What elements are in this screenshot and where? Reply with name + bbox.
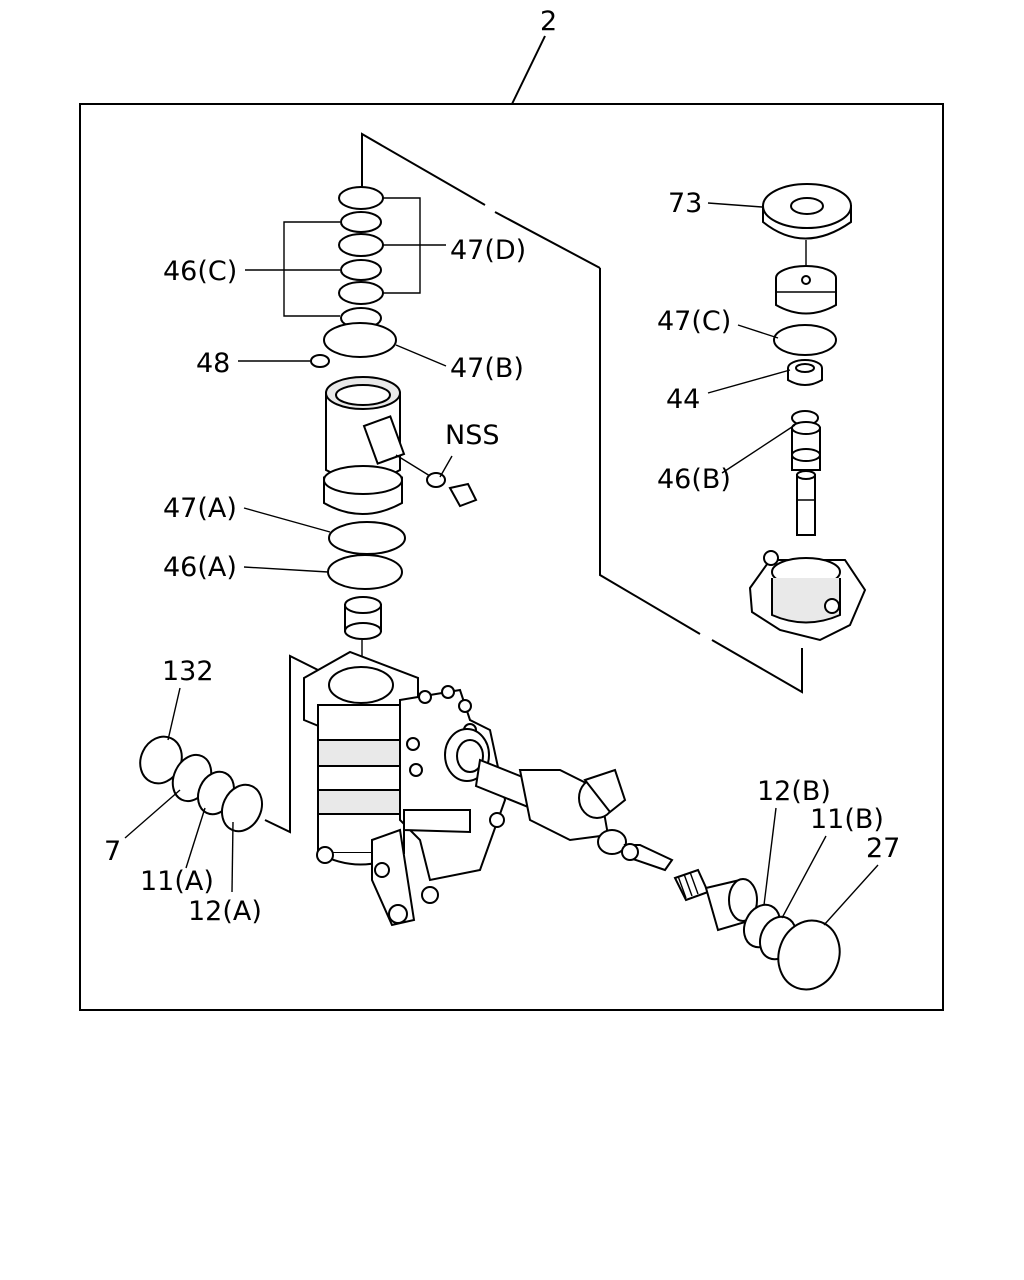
label-48: 48 bbox=[196, 348, 230, 379]
ring-46a bbox=[327, 554, 403, 590]
piston bbox=[775, 265, 837, 315]
top-cap-73 bbox=[762, 183, 852, 240]
label-47c: 47(C) bbox=[657, 306, 731, 337]
valve-spool bbox=[791, 421, 821, 536]
label-46a: 46(A) bbox=[163, 552, 237, 583]
label-12a: 12(A) bbox=[188, 896, 262, 927]
bracket-47d bbox=[382, 197, 446, 294]
label-27: 27 bbox=[866, 833, 900, 864]
assembly-leader bbox=[511, 35, 546, 105]
label-7: 7 bbox=[104, 836, 121, 867]
label-47d: 47(D) bbox=[450, 235, 526, 266]
label-47a: 47(A) bbox=[163, 493, 237, 524]
washer-48 bbox=[310, 354, 330, 368]
bracket-46c bbox=[245, 221, 340, 317]
assembly-number-label: 2 bbox=[540, 6, 557, 37]
ring-47a bbox=[328, 521, 406, 555]
lower-housing-cover bbox=[748, 550, 867, 642]
label-47b: 47(B) bbox=[450, 353, 524, 384]
label-nss: NSS bbox=[445, 420, 499, 451]
label-73: 73 bbox=[668, 188, 702, 219]
label-11b: 11(B) bbox=[810, 804, 884, 835]
diagram-frame bbox=[79, 103, 944, 1011]
label-46c: 46(C) bbox=[163, 256, 237, 287]
pinion-shaft bbox=[474, 758, 674, 872]
label-132: 132 bbox=[162, 656, 214, 687]
sleeve bbox=[344, 596, 382, 660]
gear-housing bbox=[303, 650, 507, 927]
valve-body bbox=[323, 376, 431, 515]
oring-27 bbox=[777, 919, 841, 991]
label-46b: 46(B) bbox=[657, 464, 731, 495]
ring-12a bbox=[221, 783, 263, 833]
explode-boundary bbox=[264, 132, 803, 834]
leader-lines bbox=[124, 202, 879, 926]
nss-bolt bbox=[426, 455, 478, 508]
label-11a: 11(A) bbox=[140, 866, 214, 897]
label-44: 44 bbox=[666, 384, 700, 415]
label-12b: 12(B) bbox=[757, 776, 831, 807]
bearing-44 bbox=[787, 359, 823, 386]
seal-stack-upper bbox=[323, 186, 397, 358]
adjuster-plug bbox=[673, 868, 758, 932]
ring-47c bbox=[773, 324, 837, 356]
